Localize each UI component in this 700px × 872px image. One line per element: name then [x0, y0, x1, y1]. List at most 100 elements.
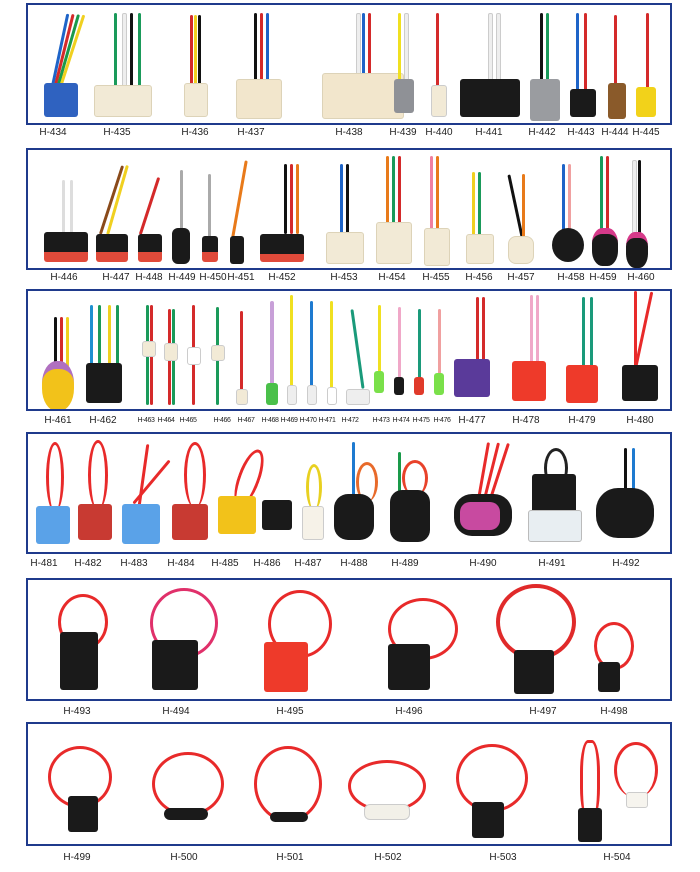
product-image-h503[interactable] [448, 724, 532, 842]
product-image-h444[interactable] [606, 5, 628, 123]
product-image-h443[interactable] [568, 5, 598, 123]
product-image-h434[interactable] [42, 5, 86, 123]
product-image-h457[interactable] [506, 150, 534, 268]
product-image-h475[interactable] [412, 291, 426, 409]
product-code: H-449 [168, 272, 196, 283]
label-row-3: H-461 H-462 H-463 H-464 H-465 H-466 H-46… [0, 415, 700, 431]
product-code: H-438 [335, 127, 363, 138]
product-image-h438[interactable] [318, 5, 408, 123]
product-image-h480[interactable] [618, 291, 662, 409]
product-image-h474[interactable] [392, 291, 406, 409]
product-image-h502[interactable] [344, 724, 430, 842]
product-code: H-468 [261, 417, 279, 424]
product-image-h454[interactable] [374, 150, 412, 268]
product-code: H-452 [268, 272, 296, 283]
product-code: H-494 [162, 706, 190, 717]
product-image-h462[interactable] [82, 291, 130, 409]
label-row-5: H-493 H-494 H-495 H-496 H-497 H-498 [0, 706, 700, 722]
product-image-h463[interactable] [140, 291, 158, 409]
product-code: H-489 [391, 558, 419, 569]
product-image-h498[interactable] [590, 580, 640, 698]
product-image-h468[interactable] [264, 291, 280, 409]
product-image-h499[interactable] [40, 724, 120, 842]
product-code: H-498 [600, 706, 628, 717]
product-image-h496[interactable] [374, 580, 462, 698]
product-image-h456[interactable] [464, 150, 494, 268]
product-image-h442[interactable] [528, 5, 562, 123]
product-image-h449[interactable] [170, 150, 194, 268]
product-image-h488[interactable] [332, 434, 378, 552]
product-image-h437[interactable] [232, 5, 282, 123]
product-image-h469[interactable] [284, 291, 298, 409]
product-code: H-501 [276, 852, 304, 863]
product-image-h500[interactable] [144, 724, 226, 842]
product-image-h445[interactable] [634, 5, 658, 123]
product-image-h435[interactable] [92, 5, 152, 123]
product-image-h465[interactable] [186, 291, 202, 409]
product-image-h478[interactable] [510, 291, 550, 409]
product-image-h447[interactable] [94, 150, 130, 268]
product-image-h473[interactable] [372, 291, 386, 409]
product-code: H-465 [179, 417, 197, 424]
product-image-h485[interactable] [216, 434, 270, 552]
product-image-h497[interactable] [492, 580, 576, 698]
product-code: H-458 [557, 272, 585, 283]
product-image-h476[interactable] [432, 291, 446, 409]
product-code: H-455 [422, 272, 450, 283]
product-image-h482[interactable] [76, 434, 116, 552]
product-code: H-496 [395, 706, 423, 717]
product-code: H-434 [39, 127, 67, 138]
product-image-h439[interactable] [392, 5, 416, 123]
product-image-h504[interactable] [570, 724, 670, 842]
product-image-h472[interactable] [344, 291, 370, 409]
product-image-h464[interactable] [162, 291, 180, 409]
product-image-h483[interactable] [120, 434, 171, 552]
product-image-h466[interactable] [210, 291, 226, 409]
product-image-h461[interactable] [38, 291, 78, 409]
product-image-h459[interactable] [590, 150, 620, 268]
product-image-h491[interactable] [524, 434, 584, 552]
product-image-h453[interactable] [324, 150, 364, 268]
product-image-h446[interactable] [42, 150, 90, 268]
product-image-h479[interactable] [564, 291, 604, 409]
product-code: H-451 [227, 272, 255, 283]
product-image-h452[interactable] [258, 150, 306, 268]
product-code: H-444 [601, 127, 629, 138]
product-image-h460[interactable] [624, 150, 650, 268]
product-image-h451[interactable] [228, 150, 248, 268]
product-image-h450[interactable] [200, 150, 220, 268]
product-code: H-436 [181, 127, 209, 138]
product-image-h440[interactable] [428, 5, 448, 123]
product-image-h467[interactable] [234, 291, 250, 409]
product-image-h441[interactable] [458, 5, 524, 123]
product-code: H-484 [167, 558, 195, 569]
product-image-h495[interactable] [256, 580, 342, 698]
product-code: H-483 [120, 558, 148, 569]
product-image-h436[interactable] [180, 5, 210, 123]
product-code: H-469 [280, 417, 298, 424]
product-image-h448[interactable] [136, 150, 164, 268]
product-image-h484[interactable] [170, 434, 214, 552]
product-image-h486[interactable] [260, 434, 296, 552]
product-code: H-453 [330, 272, 358, 283]
product-image-h492[interactable] [594, 434, 658, 552]
product-image-h489[interactable] [388, 434, 434, 552]
label-row-4: H-481 H-482 H-483 H-484 H-485 H-486 H-48… [0, 558, 700, 574]
product-image-h494[interactable] [136, 580, 222, 698]
product-image-h477[interactable] [452, 291, 494, 409]
product-image-h487[interactable] [298, 434, 328, 552]
product-image-h493[interactable] [42, 580, 112, 698]
product-image-h455[interactable] [422, 150, 450, 268]
product-image-h501[interactable] [248, 724, 328, 842]
product-code: H-440 [425, 127, 453, 138]
product-code: H-504 [603, 852, 631, 863]
product-image-h490[interactable] [452, 434, 518, 552]
product-code: H-466 [213, 417, 231, 424]
product-image-h458[interactable] [550, 150, 586, 268]
product-image-h470[interactable] [304, 291, 318, 409]
product-code: H-490 [469, 558, 497, 569]
product-code: H-479 [568, 415, 596, 426]
product-image-h481[interactable] [34, 434, 74, 552]
product-code: H-482 [74, 558, 102, 569]
product-image-h471[interactable] [324, 291, 338, 409]
